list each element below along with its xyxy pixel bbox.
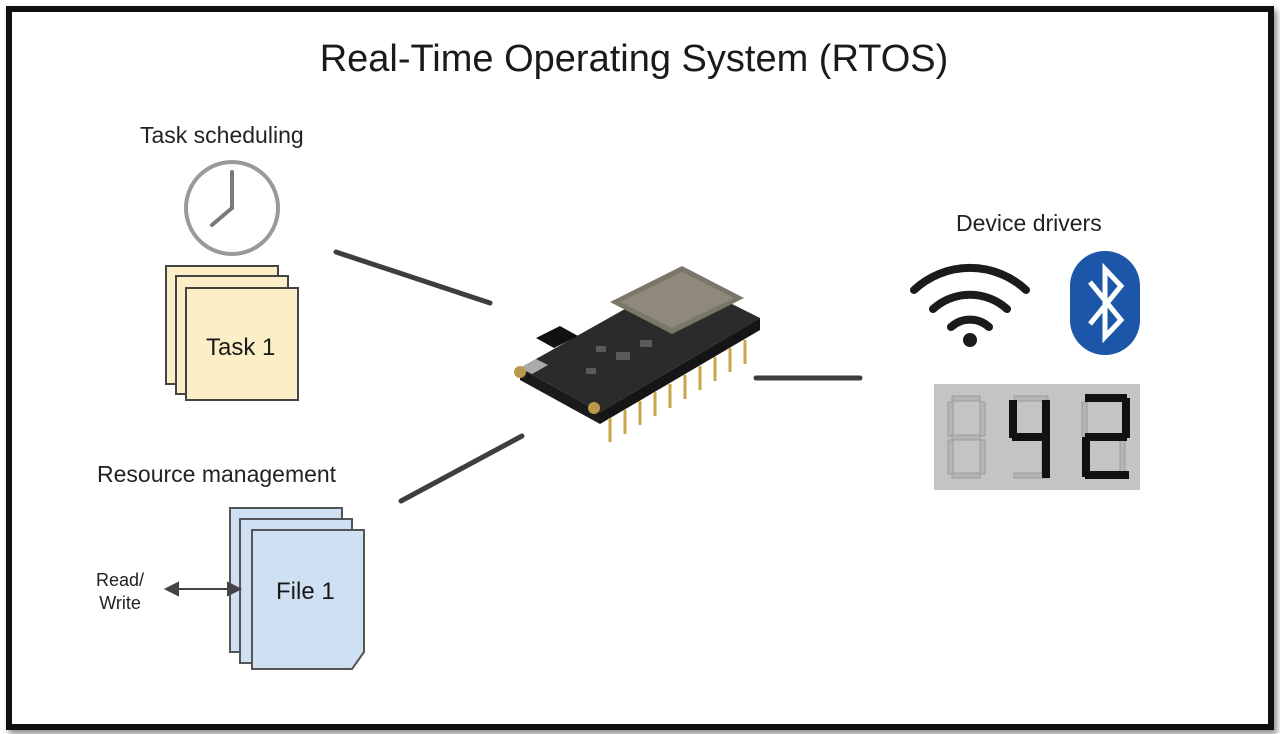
task-document-label: Task 1 xyxy=(206,334,276,361)
read-write-arrow xyxy=(163,581,243,597)
connector-lines xyxy=(333,249,863,504)
bluetooth-icon xyxy=(1070,251,1140,355)
connector-task-to-board xyxy=(333,249,493,306)
file-document-stack xyxy=(229,507,365,670)
task-document-stack xyxy=(165,265,299,401)
seven-segment-display xyxy=(934,384,1140,490)
wifi-icon xyxy=(910,263,1030,347)
microcontroller-board xyxy=(514,266,760,442)
diagram-title: Real-Time Operating System (RTOS) xyxy=(319,38,949,80)
file-document-label: File 1 xyxy=(276,578,335,605)
connector-resource-to-board xyxy=(398,433,525,504)
resource-management-label: Resource management xyxy=(97,461,337,487)
device-drivers-label: Device drivers xyxy=(956,210,1102,236)
clock-icon xyxy=(184,160,280,256)
read-label: Read/ xyxy=(96,570,145,590)
read-write-label: Read/ Write xyxy=(96,569,144,615)
task-scheduling-label: Task scheduling xyxy=(140,122,304,148)
write-label: Write xyxy=(99,593,141,613)
